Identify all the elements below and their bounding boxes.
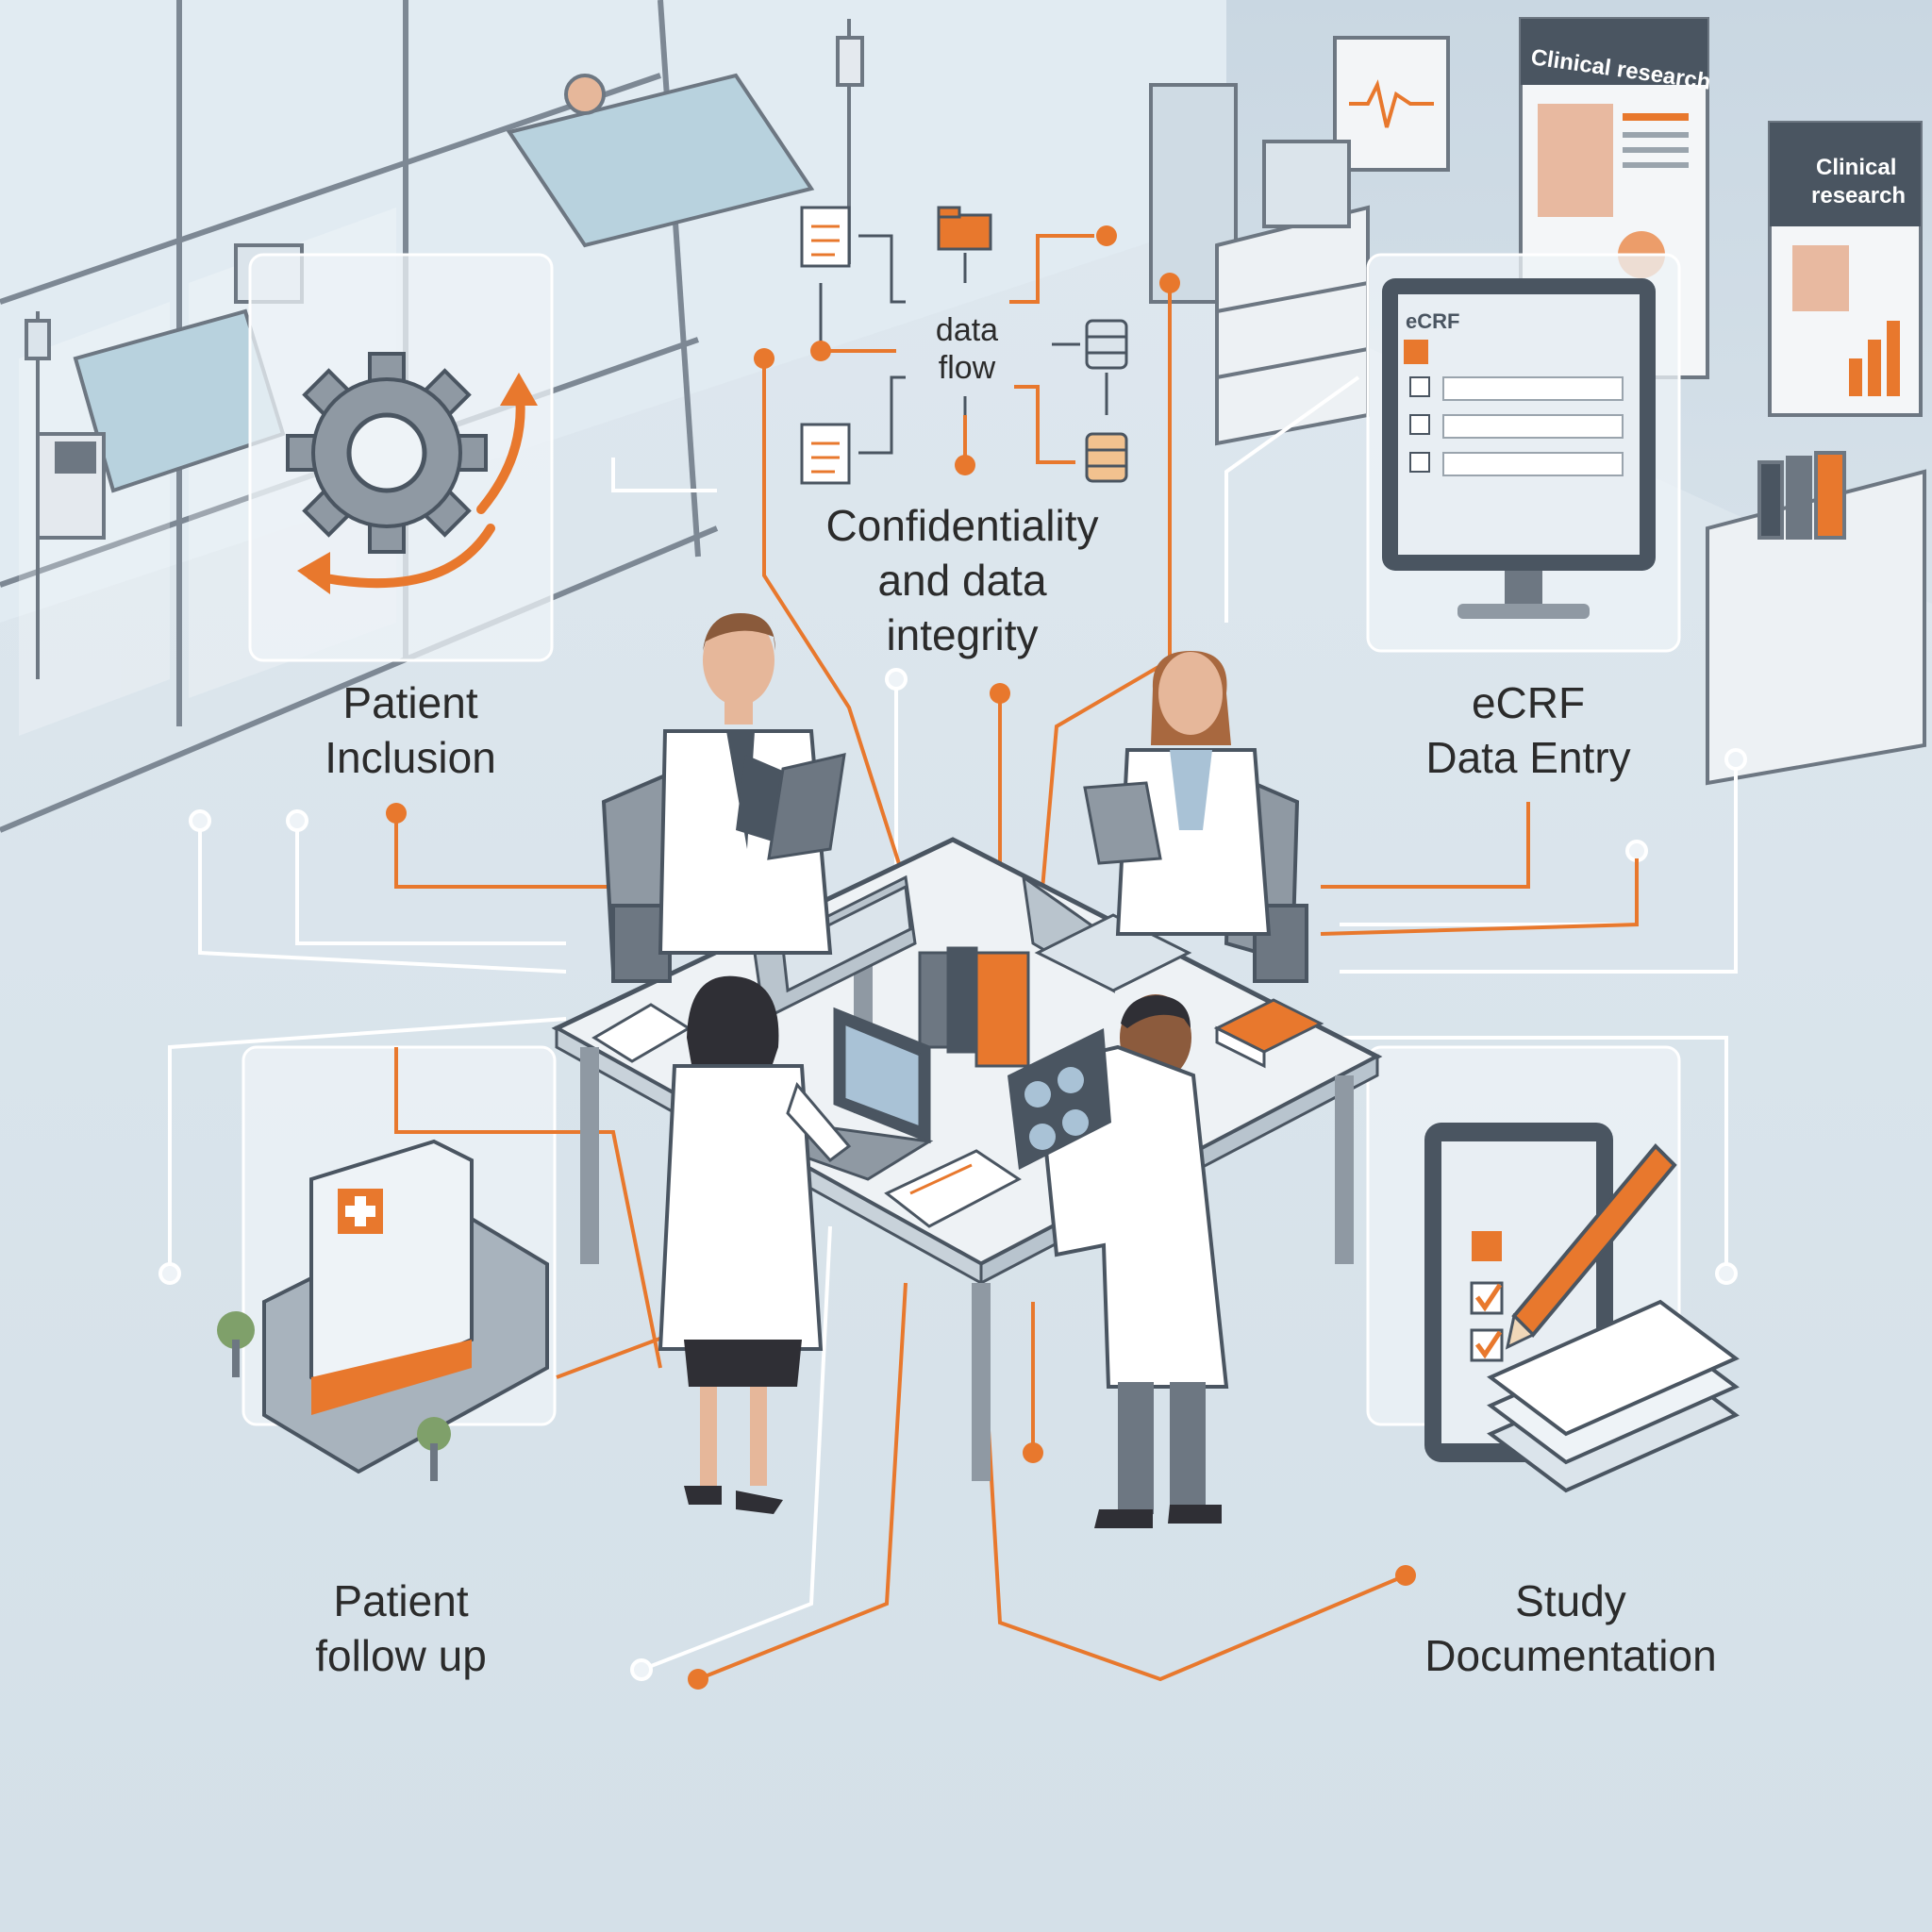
label-patient-inclusion: Patient Inclusion xyxy=(274,675,547,785)
folder-icon xyxy=(937,206,992,251)
binders xyxy=(918,946,1030,1068)
label-study-documentation: Study Documentation xyxy=(1377,1574,1764,1683)
poster-right-title-1: Clinical xyxy=(1816,155,1896,180)
doctor-front-left xyxy=(658,975,852,1514)
connector-nodes-white xyxy=(158,668,1747,1681)
document-icon xyxy=(800,206,851,268)
document-stack-icon xyxy=(1487,1299,1740,1493)
poster-right: Clinical research xyxy=(1768,121,1923,417)
clipboard xyxy=(884,1149,1022,1228)
label-confidentiality-line3: integrity xyxy=(886,610,1039,659)
ecg-poster xyxy=(1333,36,1450,172)
label-study-documentation-line2: Documentation xyxy=(1424,1631,1717,1680)
label-confidentiality: Confidentiality and data integrity xyxy=(783,498,1141,662)
data-flow-diagram xyxy=(800,206,1128,485)
connector-lines-orange xyxy=(394,283,1639,1682)
label-ecrf: eCRF Data Entry xyxy=(1387,675,1670,785)
label-patient-follow-up-line2: follow up xyxy=(315,1631,487,1680)
connector-nodes-orange xyxy=(386,273,1416,1690)
label-study-documentation-line1: Study xyxy=(1515,1576,1626,1625)
label-patient-follow-up: Patient follow up xyxy=(274,1574,528,1683)
data-flow-label-line1: data xyxy=(935,312,999,348)
data-flow-label-line2: flow xyxy=(938,350,996,386)
database-icon xyxy=(1085,319,1128,370)
book-stack xyxy=(1213,998,1324,1069)
doctor-front-right xyxy=(1008,994,1229,1528)
label-confidentiality-line2: and data xyxy=(877,556,1047,605)
doctor-standing-left xyxy=(658,613,846,955)
hospital-building-icon xyxy=(217,1139,549,1481)
label-confidentiality-line1: Confidentiality xyxy=(825,501,1099,550)
patient-bed-left xyxy=(25,308,286,679)
label-ecrf-line2: Data Entry xyxy=(1425,733,1631,782)
cabinet-right xyxy=(1706,451,1926,786)
label-patient-inclusion-line2: Inclusion xyxy=(325,733,496,782)
document-icon xyxy=(800,423,851,485)
poster-right-title-2: research xyxy=(1811,183,1906,208)
label-patient-follow-up-line1: Patient xyxy=(333,1576,469,1625)
database-icon xyxy=(1085,432,1128,483)
cycle-arrows-icon xyxy=(297,373,538,594)
label-patient-inclusion-line1: Patient xyxy=(342,678,478,727)
data-flow-label: data flow xyxy=(915,311,1019,387)
gear-icon xyxy=(286,352,488,554)
ecrf-monitor: eCRF xyxy=(1382,278,1656,619)
label-ecrf-line1: eCRF xyxy=(1471,678,1586,727)
pencil-icon xyxy=(1505,1143,1677,1350)
computer-cart xyxy=(1215,140,1370,446)
ecrf-screen-title: eCRF xyxy=(1406,309,1459,333)
doctor-standing-right xyxy=(1083,651,1272,936)
